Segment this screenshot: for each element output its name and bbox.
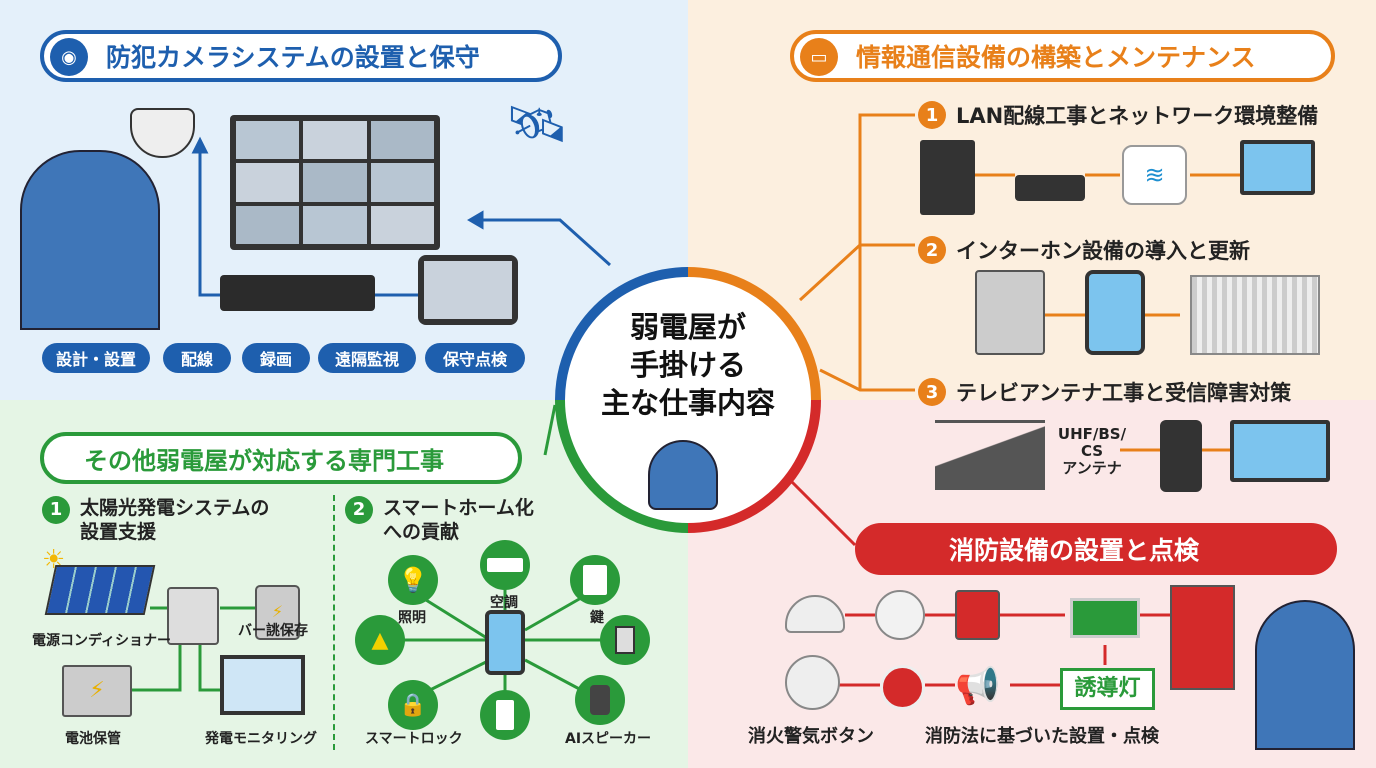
megaphone-icon: 📢	[955, 666, 1000, 707]
antenna-label-line: CS	[1080, 442, 1104, 460]
network-item-lan: 1 LAN配線工事とネットワーク環境整備	[918, 100, 1318, 130]
antenna-label-line: アンテナ	[1062, 459, 1122, 477]
network-item-antenna: 3 テレビアンテナ工事と受信障害対策	[918, 377, 1291, 407]
center-line: 手掛ける	[629, 348, 746, 382]
tag-remote-monitoring: 遠隔監視	[318, 343, 416, 373]
dome-camera-icon	[130, 108, 195, 158]
label-fire-law: 消防法に基づいた設置・点検	[925, 726, 1159, 747]
multi-monitor-display	[230, 115, 440, 250]
divider	[333, 495, 335, 750]
item-label: LAN配線工事とネットワーク環境整備	[956, 104, 1319, 128]
tag-maintenance: 保守点検	[425, 343, 525, 373]
banner-title: 情報通信設備の構築とメンテナンス	[856, 43, 1256, 72]
solar-title-line: 設置支援	[80, 521, 157, 543]
label-alarm-button: 消火警気ボタン	[748, 726, 874, 747]
router-device-icon	[480, 690, 530, 740]
air-conditioner-icon	[480, 540, 530, 590]
security-banner: ◉ 防犯カメラシステムの設置と保守	[40, 30, 562, 82]
center-ring	[555, 267, 821, 533]
label-light: 照明	[398, 610, 426, 626]
number-badge: 1	[42, 496, 70, 524]
satellite-icon: 🛰	[505, 95, 569, 153]
label-aircon: 空調	[490, 595, 518, 611]
smarthome-title-line: スマートホーム化	[383, 497, 534, 519]
antenna-label-line: UHF/BS/	[1057, 425, 1127, 443]
network-item-intercom: 2 インターホン設備の導入と更新	[918, 235, 1250, 265]
smart-lock-icon: 🔒	[388, 680, 438, 730]
smoke-detector-2-icon	[785, 655, 840, 710]
solar-title-line: 太陽光発電システムの	[80, 497, 270, 519]
server-icon	[920, 140, 975, 215]
antenna-label: UHF/BS/ CS アンテナ	[1052, 426, 1132, 477]
label-key: 鍵	[590, 610, 604, 626]
number-badge: 1	[918, 101, 946, 129]
smartphone-video-icon	[1085, 270, 1145, 355]
washing-machine-icon	[570, 555, 620, 605]
center-title: 弱電屋が 手掛ける 主な仕事内容	[590, 308, 786, 422]
item-label: テレビアンテナ工事と受信障害対策	[956, 381, 1292, 405]
tag-design: 設計・設置	[42, 343, 150, 373]
tag-recording: 録画	[242, 343, 310, 373]
label-conditioner: 電源コンディショナー	[32, 633, 172, 649]
dvr-recorder-icon	[220, 275, 375, 311]
tablet-icon	[418, 255, 518, 325]
television-icon	[1230, 420, 1330, 482]
cctv-camera-icon: ◉	[50, 38, 88, 76]
number-badge: 2	[918, 236, 946, 264]
power-conditioner-icon	[167, 587, 219, 645]
number-badge: 2	[345, 496, 373, 524]
banner-title: 消防設備の設置と点検	[949, 536, 1200, 565]
label-monitoring: 発電モニタリング	[205, 731, 317, 747]
lamp-icon: ▲	[355, 615, 405, 665]
other-banner: その他弱電屋が対応する専門工事	[40, 432, 522, 484]
label-battery-store: バー誂保存	[238, 623, 308, 639]
alarm-button-icon	[955, 590, 1000, 640]
battery-icon: ⚡	[62, 665, 132, 717]
light-bulb-icon: 💡	[388, 555, 438, 605]
monitor-icon: ▭	[800, 38, 838, 76]
center-line: 主な仕事内容	[600, 386, 775, 420]
number-badge: 3	[918, 378, 946, 406]
banner-title: 防犯カメラシステムの設置と保守	[106, 43, 480, 72]
smarthome-heading: 2 スマートホーム化への貢献	[345, 496, 534, 544]
exit-light-icon	[1070, 598, 1140, 638]
tv-antenna-icon	[935, 420, 1045, 490]
red-bell-icon	[880, 665, 925, 710]
intercom-panel-icon	[975, 270, 1045, 355]
solar-heading: 1 太陽光発電システムの設置支援	[42, 496, 269, 544]
monitoring-screen-icon	[220, 655, 305, 715]
item-label: インターホン設備の導入と更新	[956, 239, 1250, 263]
fire-banner: 消防設備の設置と点検	[855, 523, 1337, 575]
label-ai-speaker: AIスピーカー	[565, 731, 652, 747]
solar-panel-icon	[44, 565, 156, 615]
tablet-device-icon	[600, 615, 650, 665]
exit-sign-label: 誘導灯	[1060, 668, 1155, 710]
desktop-pc-icon	[1240, 140, 1315, 195]
tag-wiring: 配線	[163, 343, 231, 373]
label-battery: 電池保管	[65, 731, 121, 747]
ai-speaker-icon	[575, 675, 625, 725]
worker-illustration	[648, 440, 718, 510]
banner-title: その他弱電屋が対応する専門工事	[84, 446, 444, 475]
center-line: 弱電屋が	[629, 310, 746, 344]
smartphone-hub-icon	[485, 610, 525, 675]
inspector-illustration	[1255, 600, 1355, 750]
label-smart-lock: スマートロック	[365, 731, 463, 747]
router-icon	[1015, 175, 1085, 201]
network-banner: ▭ 情報通信設備の構築とメンテナンス	[790, 30, 1335, 82]
smarthome-title-line: への貢献	[383, 521, 460, 543]
heat-detector-icon	[875, 590, 925, 640]
wifi-access-point-icon: ≋	[1122, 145, 1187, 205]
gate-icon	[1190, 275, 1320, 355]
signal-meter-icon	[1160, 420, 1202, 492]
storage-battery-icon: ⚡	[255, 585, 300, 640]
technician-illustration	[20, 150, 160, 330]
fire-control-panel-icon	[1170, 585, 1235, 690]
